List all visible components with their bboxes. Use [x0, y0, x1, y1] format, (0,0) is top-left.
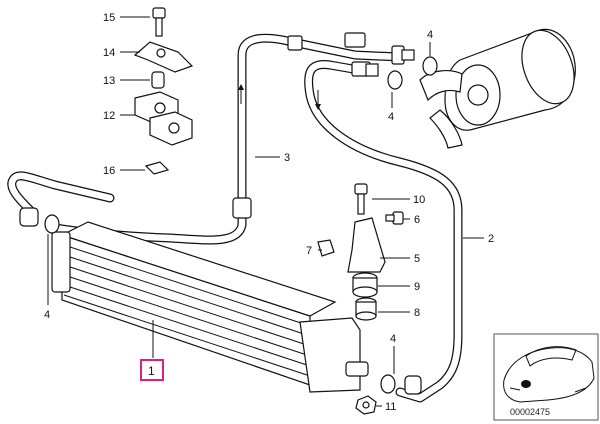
callout-4-left: 4 — [44, 309, 50, 321]
seal-ring-left[interactable] — [44, 214, 60, 234]
callout-5: 5 — [414, 253, 420, 265]
callout-11: 11 — [385, 401, 396, 413]
flow-arrow-up — [238, 84, 244, 104]
spacer-13[interactable] — [151, 71, 165, 89]
leader-lines — [47, 16, 484, 407]
callout-8: 8 — [414, 307, 420, 319]
callout-7: 7 — [306, 245, 312, 257]
callout-6: 6 — [414, 214, 420, 226]
callout-15: 15 — [103, 12, 115, 24]
pipe-union-left[interactable] — [19, 207, 39, 227]
screw-6[interactable] — [385, 211, 404, 225]
callout-12: 12 — [103, 110, 115, 122]
seal-ring-top-a[interactable] — [422, 56, 438, 76]
callout-13: 13 — [103, 75, 115, 87]
seal-ring-bottom[interactable] — [380, 374, 396, 394]
oil-cooler[interactable] — [51, 221, 369, 393]
pipe-2[interactable] — [304, 59, 463, 403]
drawing-number: 00002475 — [510, 407, 550, 417]
pipe-fittings-top — [287, 32, 415, 77]
callout-1: 1 — [148, 364, 155, 378]
callout-16: 16 — [103, 165, 115, 177]
pipe-union-bottom[interactable] — [404, 375, 422, 395]
callout-4-top-b: 4 — [388, 111, 394, 123]
location-marker — [521, 380, 531, 388]
bracket-14[interactable] — [133, 41, 194, 73]
callout-3: 3 — [284, 152, 290, 164]
bolt-15[interactable] — [152, 7, 166, 37]
clip-16[interactable] — [144, 161, 170, 175]
oil-filter-housing[interactable] — [419, 23, 584, 149]
callout-4-top-a: 4 — [427, 29, 433, 41]
nut-hole — [362, 401, 370, 409]
flow-arrow-down — [315, 90, 321, 110]
sleeve-8[interactable] — [355, 297, 377, 321]
bracket-5[interactable] — [347, 217, 386, 273]
callout-1-highlight[interactable] — [140, 359, 164, 381]
bolt-10[interactable] — [354, 183, 368, 215]
rubber-mount-9[interactable] — [352, 272, 378, 298]
pipe-sleeve — [232, 197, 252, 219]
callout-2: 2 — [488, 233, 494, 245]
seal-ring-top-b[interactable] — [387, 70, 403, 90]
clip-7[interactable] — [317, 239, 335, 257]
vehicle-location-inset: 00002475 — [493, 333, 599, 421]
callout-4-bottom: 4 — [390, 333, 396, 345]
callout-10: 10 — [413, 194, 425, 206]
pipe-holder-12[interactable] — [134, 91, 193, 146]
callout-14: 14 — [103, 47, 115, 59]
callout-9: 9 — [414, 281, 420, 293]
